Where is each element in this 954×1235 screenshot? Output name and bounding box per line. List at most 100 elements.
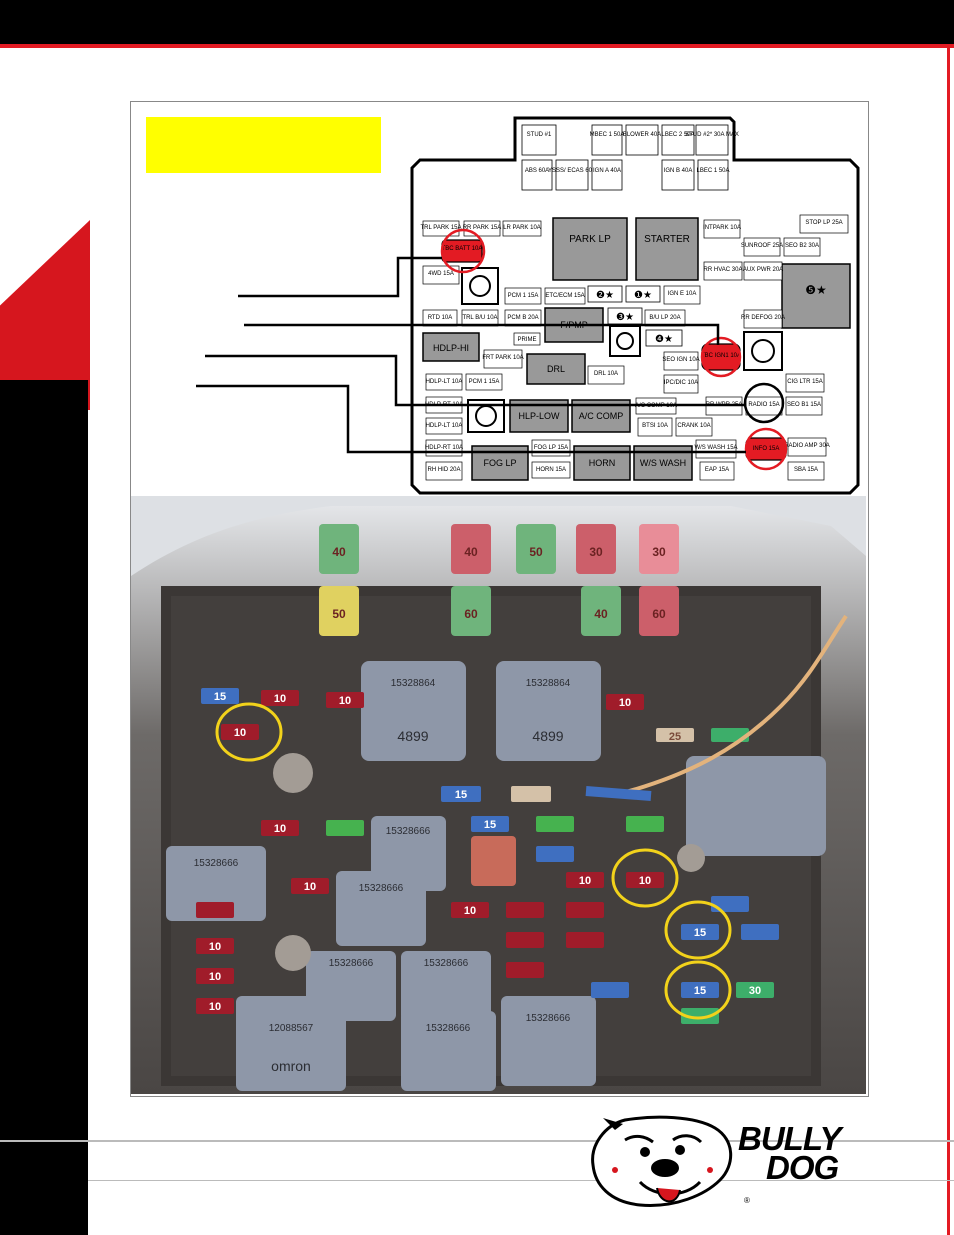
- svg-text:15328666: 15328666: [526, 1013, 571, 1024]
- svg-text:50: 50: [332, 607, 346, 621]
- svg-text:12088567: 12088567: [269, 1023, 314, 1034]
- star-label-5: ❺★: [805, 283, 827, 297]
- svg-text:10: 10: [639, 875, 651, 887]
- top-cell-1: MBEC 1 50A: [590, 132, 625, 138]
- top-cell-4: STUD #2* 30A MAX: [685, 132, 739, 138]
- footer-rule: [0, 1140, 954, 1142]
- top-row: STUD #1 MBEC 1 50A BLOWER 40A LBEC 2 50A…: [521, 124, 739, 156]
- fuse-frt-park: FRT PARK 10A: [482, 355, 523, 361]
- fuse-crank: CRANK 10A: [677, 423, 710, 429]
- svg-text:10: 10: [579, 875, 591, 887]
- fuse-box-diagram: STUD #1 MBEC 1 50A BLOWER 40A LBEC 2 50A…: [196, 116, 860, 495]
- fuse-rr-hvac: RR HVAC 30A: [704, 267, 743, 273]
- star-label-1: ❶★: [634, 290, 652, 301]
- fuse-tbc-ign1: TBC IGN1 10A: [701, 353, 741, 359]
- relay-blocks: PARK LP STARTER F/PMP HDLP-HI DRL HLP-LO…: [422, 217, 851, 481]
- fuse-fog-lp: FOG LP 15A: [534, 445, 568, 451]
- svg-text:50: 50: [529, 545, 543, 559]
- fuse-etc-ecm: ETC/ECM 15A: [545, 293, 584, 299]
- svg-text:15: 15: [484, 819, 496, 831]
- svg-text:15328666: 15328666: [424, 958, 469, 969]
- svg-text:30: 30: [589, 545, 603, 559]
- fuse-sunroof: SUNROOF 25A: [741, 243, 783, 249]
- fuse-rtd: RTD 10A: [428, 315, 453, 321]
- svg-text:10: 10: [234, 727, 246, 739]
- star-label-4: ❹★: [655, 334, 673, 345]
- top-cell-0: STUD #1: [527, 132, 552, 138]
- fuse-seo-b1: SEO B1 15A: [787, 402, 821, 408]
- right-red-rule: [947, 48, 950, 1235]
- fuse-stop-lp: STOP LP 25A: [805, 220, 842, 226]
- svg-text:15328666: 15328666: [386, 826, 431, 837]
- highlight-circle-tbc-batt: [440, 228, 486, 274]
- fuse-pcm-b: PCM B 20A: [507, 315, 538, 321]
- second-cell-0: ABS 60A: [525, 168, 549, 174]
- mounting-holes: [461, 267, 783, 433]
- fuse-tbc-batt: TBC BATT 10A: [442, 246, 483, 252]
- fuse-box-photo: 40 50 40 50 30 30 60 40 60 15328864 4: [131, 496, 866, 1094]
- side-black-band: [0, 380, 88, 1235]
- svg-text:40: 40: [594, 607, 608, 621]
- svg-text:15: 15: [694, 985, 706, 997]
- relay-starter: STARTER: [644, 234, 690, 245]
- svg-text:4899: 4899: [532, 728, 563, 744]
- fuse-seo-ign: SEO IGN 10A: [662, 357, 699, 363]
- svg-text:10: 10: [619, 697, 631, 709]
- relay-ws-wash: W/S WASH: [640, 458, 686, 468]
- fuse-aux-pwr: AUX PWR 20A: [743, 267, 783, 273]
- yellow-callout-box: [146, 117, 381, 173]
- fuse-trl-park: TRL PARK 15A: [420, 225, 461, 231]
- top-red-rule: [0, 44, 954, 48]
- svg-text:15328864: 15328864: [391, 678, 436, 689]
- svg-text:40: 40: [332, 545, 346, 559]
- fuse-hdlp-lt-2: HDLP-LT 10A: [426, 423, 463, 429]
- fuse-seo-b2: SEO B2 30A: [785, 243, 819, 249]
- svg-text:30: 30: [652, 545, 666, 559]
- fuse-pcm1: PCM 1 15A: [508, 293, 539, 299]
- svg-text:30: 30: [749, 985, 761, 997]
- fuse-prime: PRIME: [517, 337, 536, 343]
- fuse-hdlp-lt-1: HDLP-LT 10A: [426, 379, 463, 385]
- fuse-btsi: BTSI 10A: [642, 423, 668, 429]
- fuse-intpark: INTPARK 10A: [703, 225, 741, 231]
- registered-mark: ®: [744, 1196, 750, 1205]
- fuse-rr-defog: RR DEFOG 20A: [741, 315, 785, 321]
- fuse-trl-bu: TRL B/U 10A: [462, 315, 497, 321]
- photo-svg: 40 50 40 50 30 30 60 40 60 15328864 4: [131, 496, 866, 1094]
- fuse-4wd: 4WD 15A: [428, 271, 454, 277]
- photo-maxi-fuse-labels: 40 50 40 50 30 30 60 40 60: [332, 545, 666, 621]
- photo-maxi-fuses: [319, 524, 679, 636]
- fuse-info: INFO 15A: [753, 446, 780, 452]
- highlight-circle-radio: [743, 382, 785, 424]
- svg-text:15: 15: [455, 789, 467, 801]
- relay-hlp-low: HLP-LOW: [518, 411, 560, 421]
- svg-text:4899: 4899: [397, 728, 428, 744]
- top-black-bar: [0, 0, 954, 44]
- fuse-lr-park: LR PARK 10A: [503, 225, 541, 231]
- svg-text:10: 10: [339, 695, 351, 707]
- photo-mini-fuse-labels: 15 10 10 10 10 10 15 25 15 10 10 10 10 1…: [209, 691, 761, 1013]
- svg-text:40: 40: [464, 545, 478, 559]
- svg-text:10: 10: [209, 941, 221, 953]
- fuse-radio-amp: RADIO AMP 30A: [784, 443, 830, 449]
- star-cells: ❷★ ❶★ ❸★ ❹★: [587, 285, 683, 347]
- svg-text:60: 60: [464, 607, 478, 621]
- relay-drl: DRL: [547, 364, 565, 374]
- second-cell-2: IGN A 40A: [593, 168, 621, 174]
- relay-park-lp: PARK LP: [569, 234, 611, 245]
- svg-text:10: 10: [209, 1001, 221, 1013]
- fuse-rh-hid: RH HID 20A: [427, 467, 460, 473]
- right-fuses: INTPARK 10A STOP LP 25A SUNROOF 25A SEO …: [635, 214, 849, 481]
- fuse-rr-park: RR PARK 15A: [463, 225, 502, 231]
- svg-text:15328666: 15328666: [194, 858, 239, 869]
- fuse-bu-lp: B/U LP 20A: [649, 315, 680, 321]
- brand-line-1: BULLY: [738, 1120, 842, 1157]
- svg-text:15328666: 15328666: [426, 1023, 471, 1034]
- highlight-circle-tbc-ign1: [700, 336, 742, 378]
- svg-text:15328666: 15328666: [359, 883, 404, 894]
- second-row: ABS 60A YSSS/ ECAS 60A IGN A 40A IGN B 4…: [521, 159, 730, 191]
- svg-text:60: 60: [652, 607, 666, 621]
- relay-ac-comp: A/C COMP: [579, 411, 624, 421]
- photo-relays: [166, 661, 826, 1091]
- footer-rule-lower: [88, 1180, 954, 1181]
